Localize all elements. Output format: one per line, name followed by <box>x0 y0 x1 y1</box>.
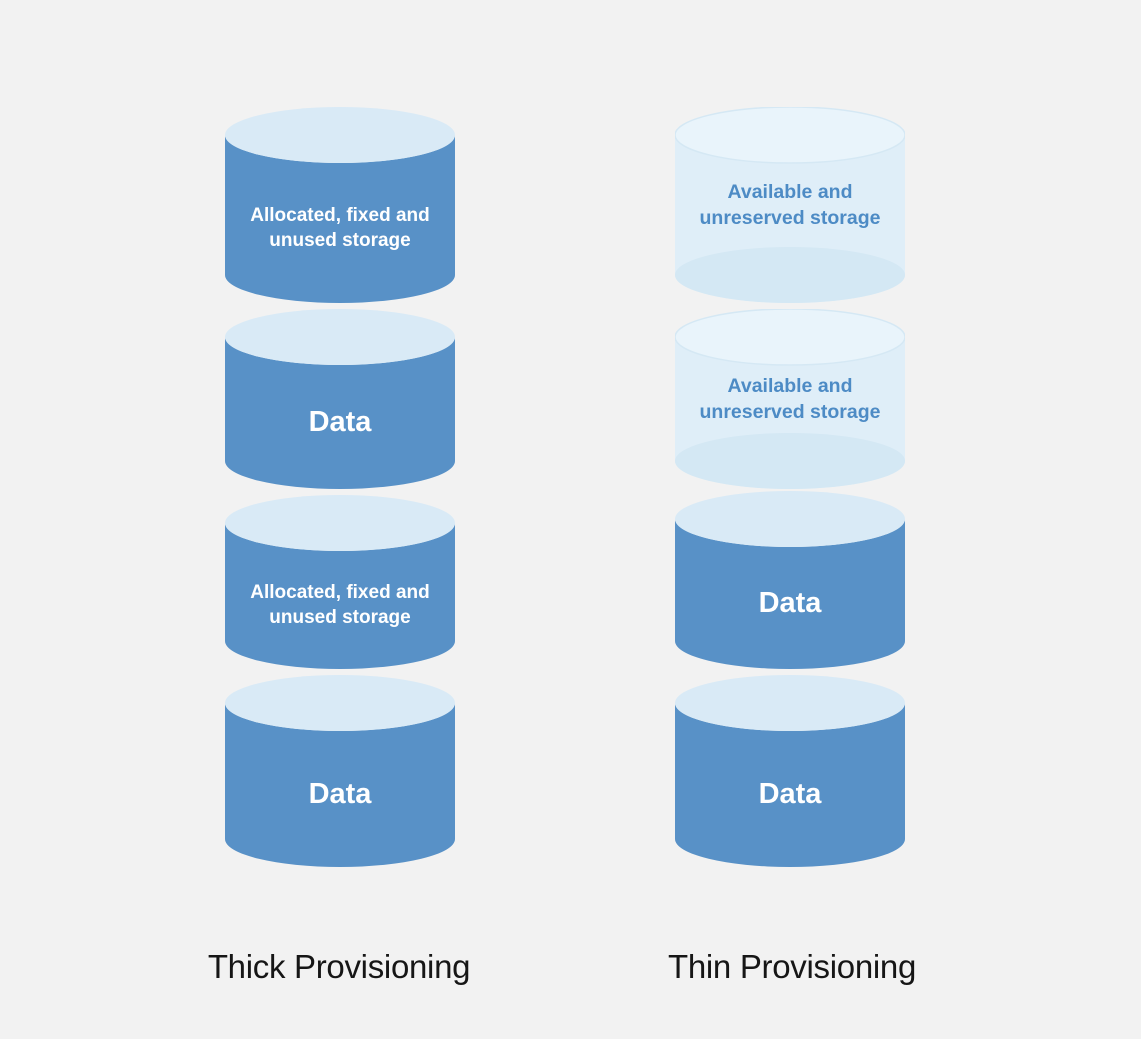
cylinder-label: Available and unreserved storage <box>699 374 881 423</box>
cylinder-label: Allocated, fixed and unused storage <box>250 204 430 251</box>
cylinder-available-storage-1: Available and unreserved storage <box>675 107 905 303</box>
thick-provisioning-caption: Thick Provisioning <box>207 948 471 985</box>
cylinder-label: Available and unreserved storage <box>699 180 881 229</box>
storage-cylinder-icon <box>225 675 455 867</box>
storage-cylinder-icon <box>225 309 455 489</box>
storage-cylinder-icon <box>675 491 905 669</box>
ghost-cylinder-icon <box>675 309 905 489</box>
cylinder-available-storage-2: Available and unreserved storage <box>675 309 905 489</box>
cylinder-label: Allocated, fixed and unused storage <box>250 581 430 628</box>
cylinder-data-3: Data <box>675 491 905 669</box>
cylinder-data-4: Data <box>675 675 905 867</box>
cylinder-label: Data <box>308 405 372 438</box>
thin-provisioning-caption: Thin Provisioning <box>667 948 917 985</box>
storage-cylinder-icon <box>225 495 455 669</box>
cylinder-label: Data <box>758 586 822 619</box>
ghost-cylinder-icon <box>675 107 905 303</box>
cylinder-allocated-storage-2: Allocated, fixed and unused storage <box>225 495 455 669</box>
cylinder-label: Data <box>308 777 372 810</box>
cylinder-data-1: Data <box>225 309 455 489</box>
cylinder-allocated-storage-1: Allocated, fixed and unused storage <box>225 107 455 303</box>
cylinder-data-2: Data <box>225 675 455 867</box>
storage-cylinder-icon <box>675 675 905 867</box>
storage-cylinder-icon <box>225 107 455 303</box>
cylinder-label: Data <box>758 777 822 810</box>
